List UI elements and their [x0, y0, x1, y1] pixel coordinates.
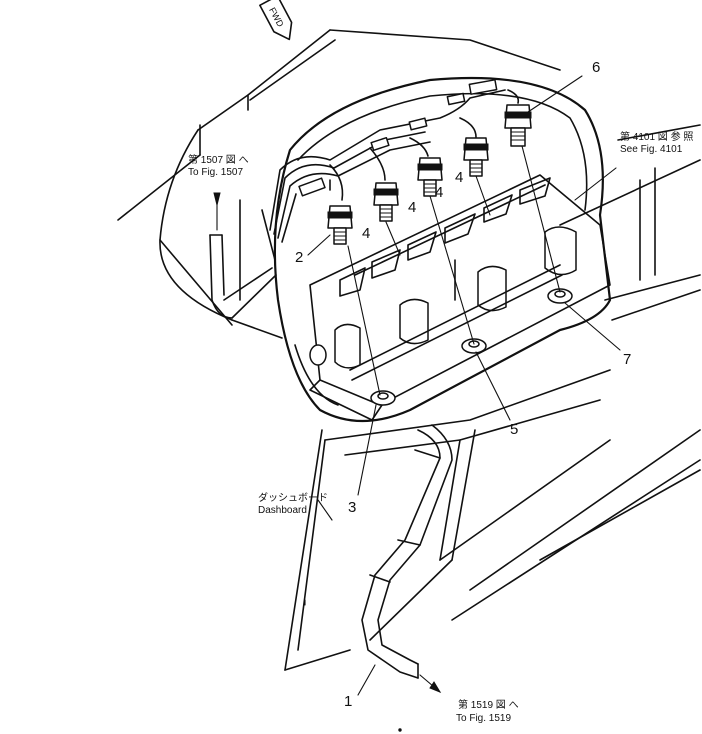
note-dashboard-en: Dashboard — [258, 505, 307, 516]
lower-structure — [284, 369, 701, 671]
washer-part-3 — [370, 390, 396, 406]
note-fig-1519-jp: 第 1519 図 へ — [458, 698, 519, 711]
stray-dot — [398, 728, 402, 732]
switch-part-2 — [327, 205, 353, 245]
callout-2: 2 — [295, 249, 303, 266]
callout-4b: 4 — [408, 199, 416, 216]
switch-part-6 — [504, 104, 532, 147]
callout-4c: 4 — [435, 184, 443, 201]
callout-7: 7 — [623, 351, 631, 368]
harness-to-fig-1507 — [209, 192, 277, 319]
wiring-harness — [269, 79, 520, 243]
machine-body — [117, 29, 701, 339]
note-dashboard-jp: ダッシュボード — [258, 491, 328, 504]
callout-5: 5 — [510, 421, 518, 438]
fwd-arrow-icon: FWD — [259, 0, 293, 41]
assembly-lines — [347, 145, 561, 396]
switch-part-4c — [463, 137, 489, 177]
callout-4a: 4 — [362, 225, 370, 242]
callout-4d: 4 — [455, 169, 463, 186]
harness-to-fig-1519 — [361, 424, 453, 679]
note-fig-1519-en: To Fig. 1519 — [456, 713, 511, 724]
switch-mounting-block — [309, 174, 611, 421]
switch-part-4a — [373, 182, 399, 222]
note-fig-4101-en: See Fig. 4101 — [620, 144, 683, 155]
callout-6: 6 — [592, 59, 600, 76]
callout-3: 3 — [348, 499, 356, 516]
callout-1: 1 — [344, 693, 352, 710]
leader-lines — [307, 75, 621, 696]
note-fig-1507-jp: 第 1507 図 へ — [188, 153, 249, 166]
washer-part-5 — [461, 338, 487, 354]
dashboard-panel — [273, 76, 612, 423]
switch-part-4b — [417, 157, 443, 197]
note-fig-1507-en: To Fig. 1507 — [188, 167, 243, 178]
note-fig-4101-jp: 第 4101 図 参 照 — [620, 130, 693, 143]
